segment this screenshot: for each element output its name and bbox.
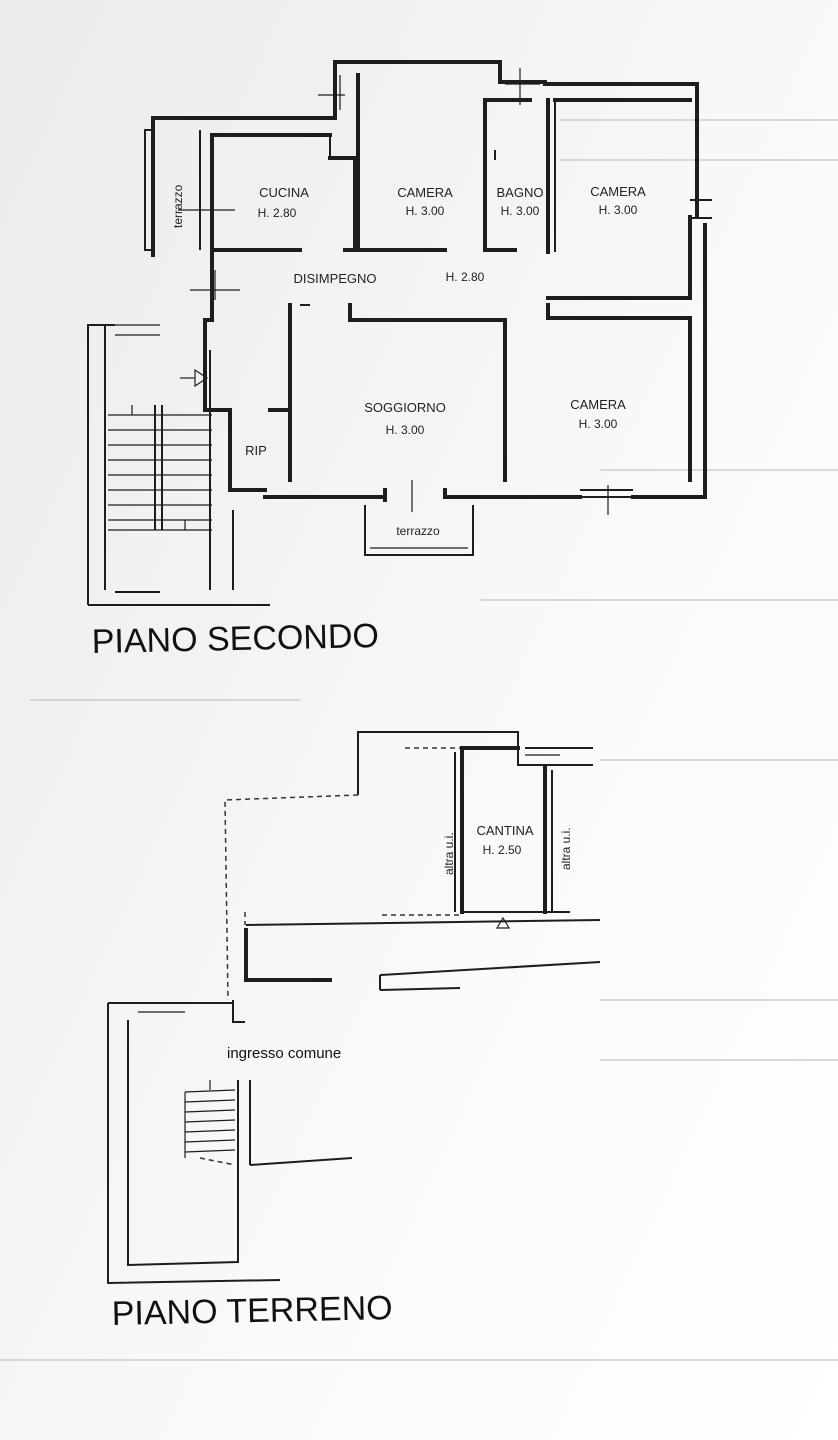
room-height: H. 3.00 — [579, 417, 618, 431]
room-name: CAMERA — [397, 185, 453, 200]
terrace-label-left: terrazzo — [171, 184, 185, 228]
ground-staircase-steps — [184, 1080, 236, 1166]
show-through-background — [0, 119, 838, 1361]
room-height: H. 3.00 — [501, 204, 540, 218]
room-height: H. 2.80 — [258, 206, 297, 220]
terrace-label-bottom: terrazzo — [396, 524, 440, 538]
room-name: DISIMPEGNO — [293, 271, 376, 286]
room-label-camera-3: CAMERA H. 3.00 — [570, 397, 626, 431]
room-name: RIP — [245, 443, 267, 458]
room-label-bagno: BAGNO H. 3.00 — [497, 185, 544, 218]
second-floor-plan — [87, 60, 712, 606]
room-name: BAGNO — [497, 185, 544, 200]
other-unit-label-right: altra u.i. — [559, 827, 573, 870]
room-label-rip: RIP — [245, 443, 267, 458]
room-label-cantina: CANTINA H. 2.50 — [476, 823, 533, 857]
room-height: H. 3.00 — [599, 203, 638, 217]
room-name: SOGGIORNO — [364, 400, 446, 415]
other-unit-label-left: altra u.i. — [442, 832, 456, 875]
room-label-soggiorno: SOGGIORNO H. 3.00 — [364, 400, 446, 437]
floor-title-second: PIANO SECONDO — [91, 617, 379, 661]
room-height: H. 2.80 — [446, 270, 485, 284]
room-name: CUCINA — [259, 185, 309, 200]
room-label-camera-2: CAMERA H. 3.00 — [590, 184, 646, 217]
entrance-arrow-icon — [180, 368, 209, 388]
room-height: H. 3.00 — [386, 423, 425, 437]
common-entrance-label: ingresso comune — [227, 1045, 341, 1062]
room-label-camera-1: CAMERA H. 3.00 — [397, 185, 453, 218]
ground-floor-plan — [107, 731, 601, 1285]
floor-title-ground: PIANO TERRENO — [111, 1289, 393, 1333]
room-label-cucina: CUCINA H. 2.80 — [258, 185, 310, 220]
staircase-steps — [108, 405, 212, 531]
room-name: CAMERA — [570, 397, 626, 412]
room-label-disimpegno: DISIMPEGNO H. 2.80 — [293, 270, 484, 286]
entrance-triangle-icon — [495, 916, 511, 929]
room-height: H. 2.50 — [483, 843, 522, 857]
room-name: CAMERA — [590, 184, 646, 199]
room-height: H. 3.00 — [406, 204, 445, 218]
room-name: CANTINA — [476, 823, 533, 838]
